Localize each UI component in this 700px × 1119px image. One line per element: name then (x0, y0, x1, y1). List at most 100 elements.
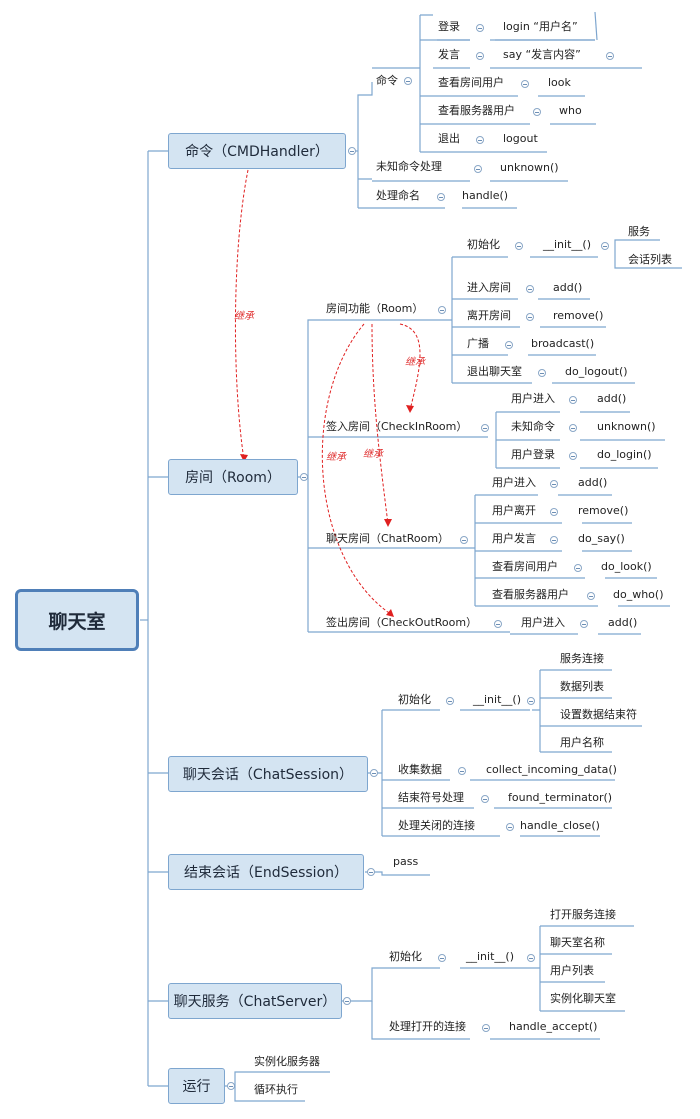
collapse-toggle[interactable] (569, 424, 577, 432)
collapse-toggle[interactable] (505, 341, 513, 349)
room-broadcast[interactable]: 广播 (467, 337, 489, 350)
chatroom-say[interactable]: 用户发言 (492, 532, 536, 545)
cmd-handler-node[interactable]: 命令（CMDHandler） (168, 133, 346, 169)
cmd-say[interactable]: 发言 (438, 48, 460, 61)
room-enter-fn[interactable]: add() (553, 281, 583, 294)
collapse-toggle[interactable] (348, 147, 356, 155)
server-open[interactable]: 打开服务连接 (550, 908, 616, 921)
session-found-fn[interactable]: found_terminator() (508, 791, 613, 804)
collapse-toggle[interactable] (482, 1024, 490, 1032)
checkin-enter[interactable]: 用户进入 (511, 392, 555, 405)
server-accept-fn[interactable]: handle_accept() (509, 1020, 598, 1033)
server-inst[interactable]: 实例化聊天室 (550, 992, 616, 1005)
chat-server-node[interactable]: 聊天服务（ChatServer） (168, 983, 342, 1019)
checkin-enter-fn[interactable]: add() (597, 392, 627, 405)
collapse-toggle[interactable] (446, 697, 454, 705)
collapse-toggle[interactable] (476, 24, 484, 32)
collapse-toggle[interactable] (550, 536, 558, 544)
session-collect[interactable]: 收集数据 (398, 763, 442, 776)
collapse-toggle[interactable] (474, 165, 482, 173)
room-func[interactable]: 房间功能（Room） (326, 302, 424, 315)
collapse-toggle[interactable] (606, 52, 614, 60)
collapse-toggle[interactable] (481, 424, 489, 432)
collapse-toggle[interactable] (227, 1082, 235, 1090)
collapse-toggle[interactable] (370, 769, 378, 777)
collapse-toggle[interactable] (460, 536, 468, 544)
server-accept[interactable]: 处理打开的连接 (389, 1020, 466, 1033)
collapse-toggle[interactable] (300, 473, 308, 481)
cmd-handle[interactable]: 处理命名 (376, 189, 420, 202)
session-init-fn[interactable]: __init__() (473, 693, 521, 706)
room-checkout[interactable]: 签出房间（CheckOutRoom） (326, 616, 478, 629)
checkin-unknown[interactable]: 未知命令 (511, 420, 555, 433)
collapse-toggle[interactable] (533, 108, 541, 116)
collapse-toggle[interactable] (437, 193, 445, 201)
cmd-logout-fn[interactable]: logout (503, 132, 538, 145)
room-sessions[interactable]: 会话列表 (628, 253, 672, 266)
session-close-fn[interactable]: handle_close() (520, 819, 600, 832)
cmd-who[interactable]: 查看服务器用户 (438, 104, 515, 117)
room-enter[interactable]: 进入房间 (467, 281, 511, 294)
collapse-toggle[interactable] (587, 592, 595, 600)
checkin-login[interactable]: 用户登录 (511, 448, 555, 461)
cmd-look[interactable]: 查看房间用户 (438, 76, 504, 89)
room-init-fn[interactable]: __init__() (543, 238, 591, 251)
chatroom-enter[interactable]: 用户进入 (492, 476, 536, 489)
room-broadcast-fn[interactable]: broadcast() (531, 337, 595, 350)
run-inst[interactable]: 实例化服务器 (254, 1055, 320, 1068)
chatroom-look-fn[interactable]: do_look() (601, 560, 652, 573)
collapse-toggle[interactable] (601, 242, 609, 250)
root-node[interactable]: 聊天室 (15, 589, 139, 651)
session-term[interactable]: 设置数据结束符 (560, 708, 637, 721)
room-leave[interactable]: 离开房间 (467, 309, 511, 322)
collapse-toggle[interactable] (515, 242, 523, 250)
checkout-enter[interactable]: 用户进入 (521, 616, 565, 629)
room-exit[interactable]: 退出聊天室 (467, 365, 522, 378)
chatroom-who[interactable]: 查看服务器用户 (492, 588, 569, 601)
chatroom-say-fn[interactable]: do_say() (578, 532, 625, 545)
session-close[interactable]: 处理关闭的连接 (398, 819, 475, 832)
server-users[interactable]: 用户列表 (550, 964, 594, 977)
session-data[interactable]: 数据列表 (560, 680, 604, 693)
room-exit-fn[interactable]: do_logout() (565, 365, 628, 378)
session-collect-fn[interactable]: collect_incoming_data() (486, 763, 617, 776)
collapse-toggle[interactable] (367, 868, 375, 876)
run-node[interactable]: 运行 (168, 1068, 225, 1104)
collapse-toggle[interactable] (569, 396, 577, 404)
room-checkin[interactable]: 签入房间（CheckInRoom） (326, 420, 468, 433)
room-leave-fn[interactable]: remove() (553, 309, 604, 322)
collapse-toggle[interactable] (404, 77, 412, 85)
end-session-node[interactable]: 结束会话（EndSession） (168, 854, 364, 890)
collapse-toggle[interactable] (458, 767, 466, 775)
run-loop[interactable]: 循环执行 (254, 1083, 298, 1096)
room-server[interactable]: 服务 (628, 225, 650, 238)
collapse-toggle[interactable] (494, 620, 502, 628)
chat-session-node[interactable]: 聊天会话（ChatSession） (168, 756, 368, 792)
cmd-unknown[interactable]: 未知命令处理 (376, 160, 442, 173)
cmd-handle-fn[interactable]: handle() (462, 189, 509, 202)
session-init[interactable]: 初始化 (398, 693, 431, 706)
chatroom-look[interactable]: 查看房间用户 (492, 560, 558, 573)
end-pass[interactable]: pass (393, 855, 419, 868)
collapse-toggle[interactable] (438, 306, 446, 314)
collapse-toggle[interactable] (526, 313, 534, 321)
room-chatroom[interactable]: 聊天房间（ChatRoom） (326, 532, 450, 545)
cmd-login-fn[interactable]: login “用户名” (503, 20, 578, 33)
collapse-toggle[interactable] (476, 136, 484, 144)
collapse-toggle[interactable] (438, 954, 446, 962)
collapse-toggle[interactable] (526, 285, 534, 293)
collapse-toggle[interactable] (506, 823, 514, 831)
collapse-toggle[interactable] (521, 80, 529, 88)
collapse-toggle[interactable] (343, 997, 351, 1005)
collapse-toggle[interactable] (476, 52, 484, 60)
cmd-unknown-fn[interactable]: unknown() (500, 161, 559, 174)
collapse-toggle[interactable] (574, 564, 582, 572)
chatroom-enter-fn[interactable]: add() (578, 476, 608, 489)
collapse-toggle[interactable] (550, 508, 558, 516)
checkin-login-fn[interactable]: do_login() (597, 448, 652, 461)
checkout-enter-fn[interactable]: add() (608, 616, 638, 629)
session-found[interactable]: 结束符号处理 (398, 791, 464, 804)
room-node[interactable]: 房间（Room） (168, 459, 298, 495)
collapse-toggle[interactable] (527, 697, 535, 705)
server-init-fn[interactable]: __init__() (466, 950, 514, 963)
